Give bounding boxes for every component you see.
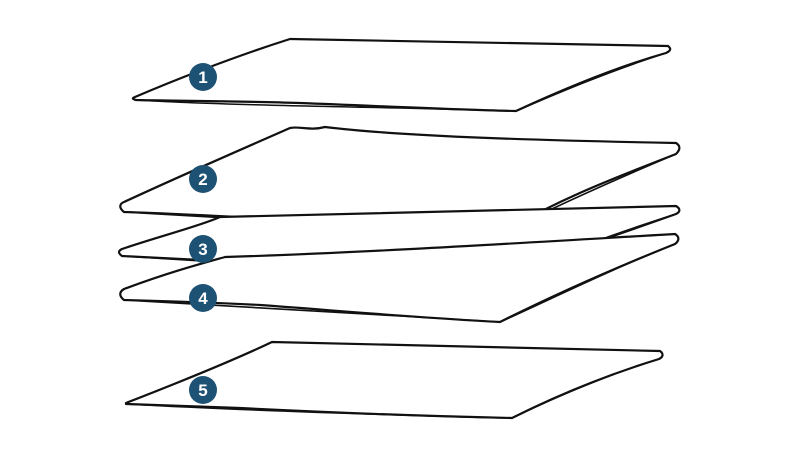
layer-badge-2: 2 bbox=[189, 165, 217, 193]
layer-badge-5: 5 bbox=[189, 376, 217, 404]
sheet-1 bbox=[131, 37, 672, 113]
layer-badge-3: 3 bbox=[189, 235, 217, 263]
sheet-5 bbox=[124, 340, 664, 420]
layer-badge-1: 1 bbox=[189, 63, 217, 91]
layer-badge-4: 4 bbox=[189, 284, 217, 312]
sheet-4 bbox=[119, 232, 680, 324]
